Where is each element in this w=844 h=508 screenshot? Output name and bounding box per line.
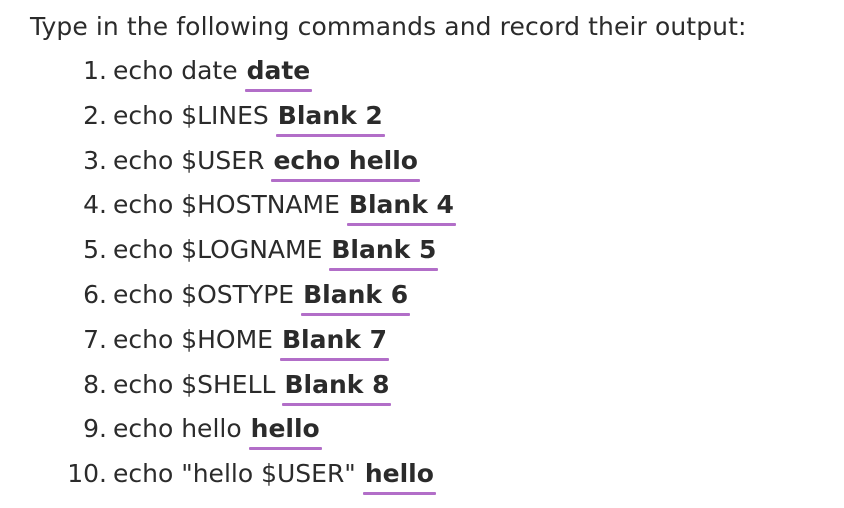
command-text: echo $OSTYPE: [113, 279, 295, 309]
item-number: 4.: [83, 190, 107, 220]
item-number: 6.: [83, 279, 107, 309]
command-text: echo $SHELL: [113, 369, 276, 399]
item-number: 1.: [83, 56, 107, 85]
answer-blank[interactable]: hello: [362, 459, 436, 496]
command-text: echo $LOGNAME: [113, 235, 323, 265]
answer-blank[interactable]: Blank 6: [301, 279, 411, 316]
answer-blank[interactable]: echo hello: [271, 145, 420, 182]
command-text: echo "hello $USER": [113, 459, 356, 489]
list-item: 10. echo "hello $USER"hello: [0, 459, 844, 504]
item-number: 9.: [83, 414, 107, 444]
item-number: 5.: [83, 235, 107, 265]
answer-blank[interactable]: Blank 7: [279, 324, 390, 361]
answer-blank[interactable]: Blank 2: [275, 100, 385, 137]
item-number: 7.: [83, 324, 107, 354]
item-number: 10.: [67, 459, 107, 489]
item-number: 8.: [83, 369, 107, 399]
command-text: echo $HOSTNAME: [113, 190, 340, 220]
instructions-text: Type in the following commands and recor…: [30, 12, 747, 41]
command-text: echo $HOME: [113, 324, 273, 354]
command-text: echo $USER: [113, 145, 265, 175]
item-number: 2.: [83, 100, 107, 130]
answer-blank[interactable]: Blank 5: [329, 235, 439, 272]
answer-blank[interactable]: Blank 8: [282, 369, 392, 406]
command-text: echo $LINES: [113, 100, 269, 130]
command-text: echo hello: [113, 414, 242, 444]
answer-blank[interactable]: Blank 4: [346, 190, 456, 227]
answer-blank[interactable]: hello: [248, 414, 322, 451]
item-number: 3.: [83, 145, 107, 175]
command-text: echo date: [113, 56, 238, 85]
answer-blank[interactable]: date: [244, 56, 312, 92]
